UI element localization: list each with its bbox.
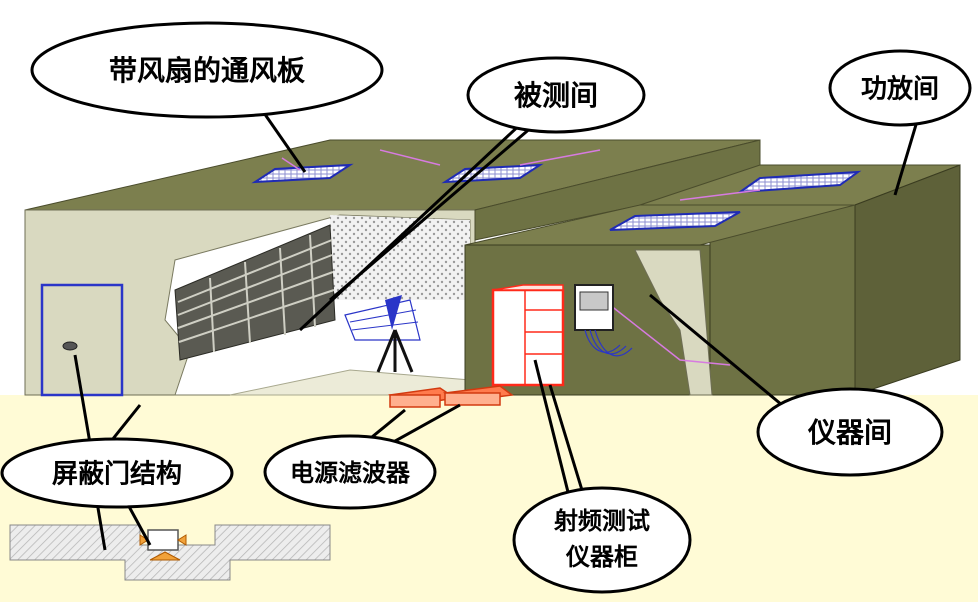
label-amp-room: 功放间	[861, 74, 939, 105]
label-instrument-room: 仪器间	[807, 416, 892, 449]
shielded-door	[40, 283, 124, 397]
absorber-back-wall	[330, 215, 470, 300]
label-rf-cabinet-line2: 仪器柜	[565, 543, 638, 571]
instrument-room-cutaway	[634, 249, 713, 396]
callout-instrument-room: 仪器间	[756, 387, 944, 477]
power-filters	[388, 385, 514, 408]
absorber-cones	[174, 224, 336, 361]
label-vent-panel: 带风扇的通风板	[109, 54, 305, 87]
roof-wiring	[281, 149, 761, 366]
callout-rf-cabinet: 射频测试 仪器柜	[512, 486, 692, 594]
callout-amp-room: 功放间	[828, 49, 972, 127]
callout-vent-panel: 带风扇的通风板	[30, 21, 384, 119]
vent-panels	[251, 163, 862, 231]
rf-cabinet	[491, 284, 565, 387]
instrument-panel	[574, 284, 633, 357]
antenna-icon	[344, 295, 421, 373]
amp-room-side-wall	[854, 164, 961, 396]
callout-power-filter: 电源滤波器	[263, 434, 437, 510]
label-power-filter: 电源滤波器	[290, 459, 411, 487]
callout-dut-room: 被测间	[466, 56, 646, 134]
label-dut-room: 被测间	[514, 79, 598, 112]
door-handle	[62, 341, 78, 351]
label-rf-cabinet-line1: 射频测试	[553, 507, 650, 535]
leader-lines	[73, 99, 920, 551]
label-shielded-door: 屏蔽门结构	[52, 460, 182, 490]
callout-shielded-door: 屏蔽门结构	[0, 437, 234, 509]
door-structure-section	[9, 524, 331, 581]
